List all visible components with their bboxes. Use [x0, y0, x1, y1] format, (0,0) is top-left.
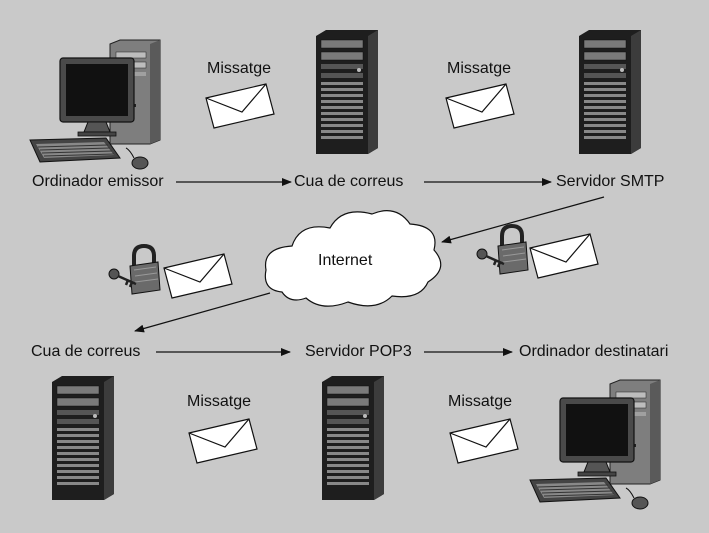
queue-server-icon — [51, 375, 115, 501]
sender-label: Ordinador emissor — [32, 173, 164, 190]
queue-label: Cua de correus — [31, 343, 141, 360]
padlock-key-icon — [475, 224, 530, 276]
sender-computer-icon — [29, 39, 161, 170]
message-label: Missatge — [447, 60, 512, 77]
padlock-key-icon — [107, 244, 162, 296]
message-label: Missatge — [207, 60, 272, 77]
pop3-server-icon — [321, 375, 385, 501]
envelope-icon — [449, 418, 519, 464]
envelope-icon — [445, 83, 515, 129]
internet-label: Internet — [318, 252, 373, 269]
envelope-icon — [163, 253, 233, 299]
pop3-server-label: Servidor POP3 — [305, 343, 412, 360]
envelope-icon — [529, 233, 599, 279]
queue-label: Cua de correus — [294, 173, 404, 190]
message-label: Missatge — [187, 393, 252, 410]
smtp-server-label: Servidor SMTP — [556, 173, 665, 190]
envelope-icon — [205, 83, 275, 129]
receiver-computer-icon — [529, 379, 661, 510]
message-label: Missatge — [448, 393, 513, 410]
receiver-label: Ordinador destinatari — [519, 343, 669, 360]
smtp-server-icon — [578, 29, 642, 155]
envelope-icon — [188, 418, 258, 464]
arrow-smtp-to-internet — [441, 196, 605, 244]
arrow-internet-to-queue — [134, 292, 271, 333]
queue-server-icon — [315, 29, 379, 155]
internet-cloud — [264, 210, 442, 307]
